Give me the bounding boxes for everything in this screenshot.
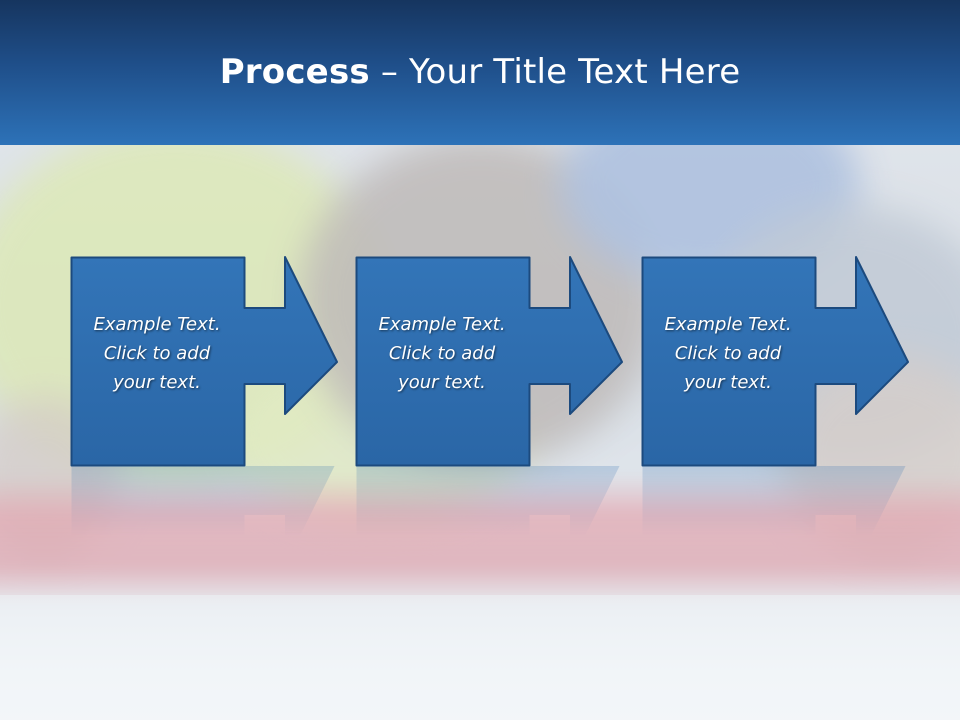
title-rest: – Your Title Text Here bbox=[369, 52, 741, 92]
arrow-block-shape bbox=[641, 256, 909, 467]
step-3-text[interactable]: Example Text. Click to add your text. bbox=[664, 314, 792, 393]
slide-title[interactable]: Process – Your Title Text Here bbox=[0, 52, 960, 92]
process-step-3[interactable]: Example Text. Click to add your text. bbox=[641, 256, 909, 467]
arrow-block-shape bbox=[355, 256, 623, 467]
arrow-block-shape bbox=[70, 256, 338, 467]
process-step-1[interactable]: Example Text. Click to add your text. bbox=[70, 256, 338, 467]
process-step-2[interactable]: Example Text. Click to add your text. bbox=[355, 256, 623, 467]
title-bold: Process bbox=[219, 52, 370, 92]
step-2-text[interactable]: Example Text. Click to add your text. bbox=[378, 314, 506, 393]
title-bar: Process – Your Title Text Here bbox=[0, 0, 960, 145]
step-1-text[interactable]: Example Text. Click to add your text. bbox=[93, 314, 221, 393]
red-level-tool bbox=[0, 475, 960, 605]
